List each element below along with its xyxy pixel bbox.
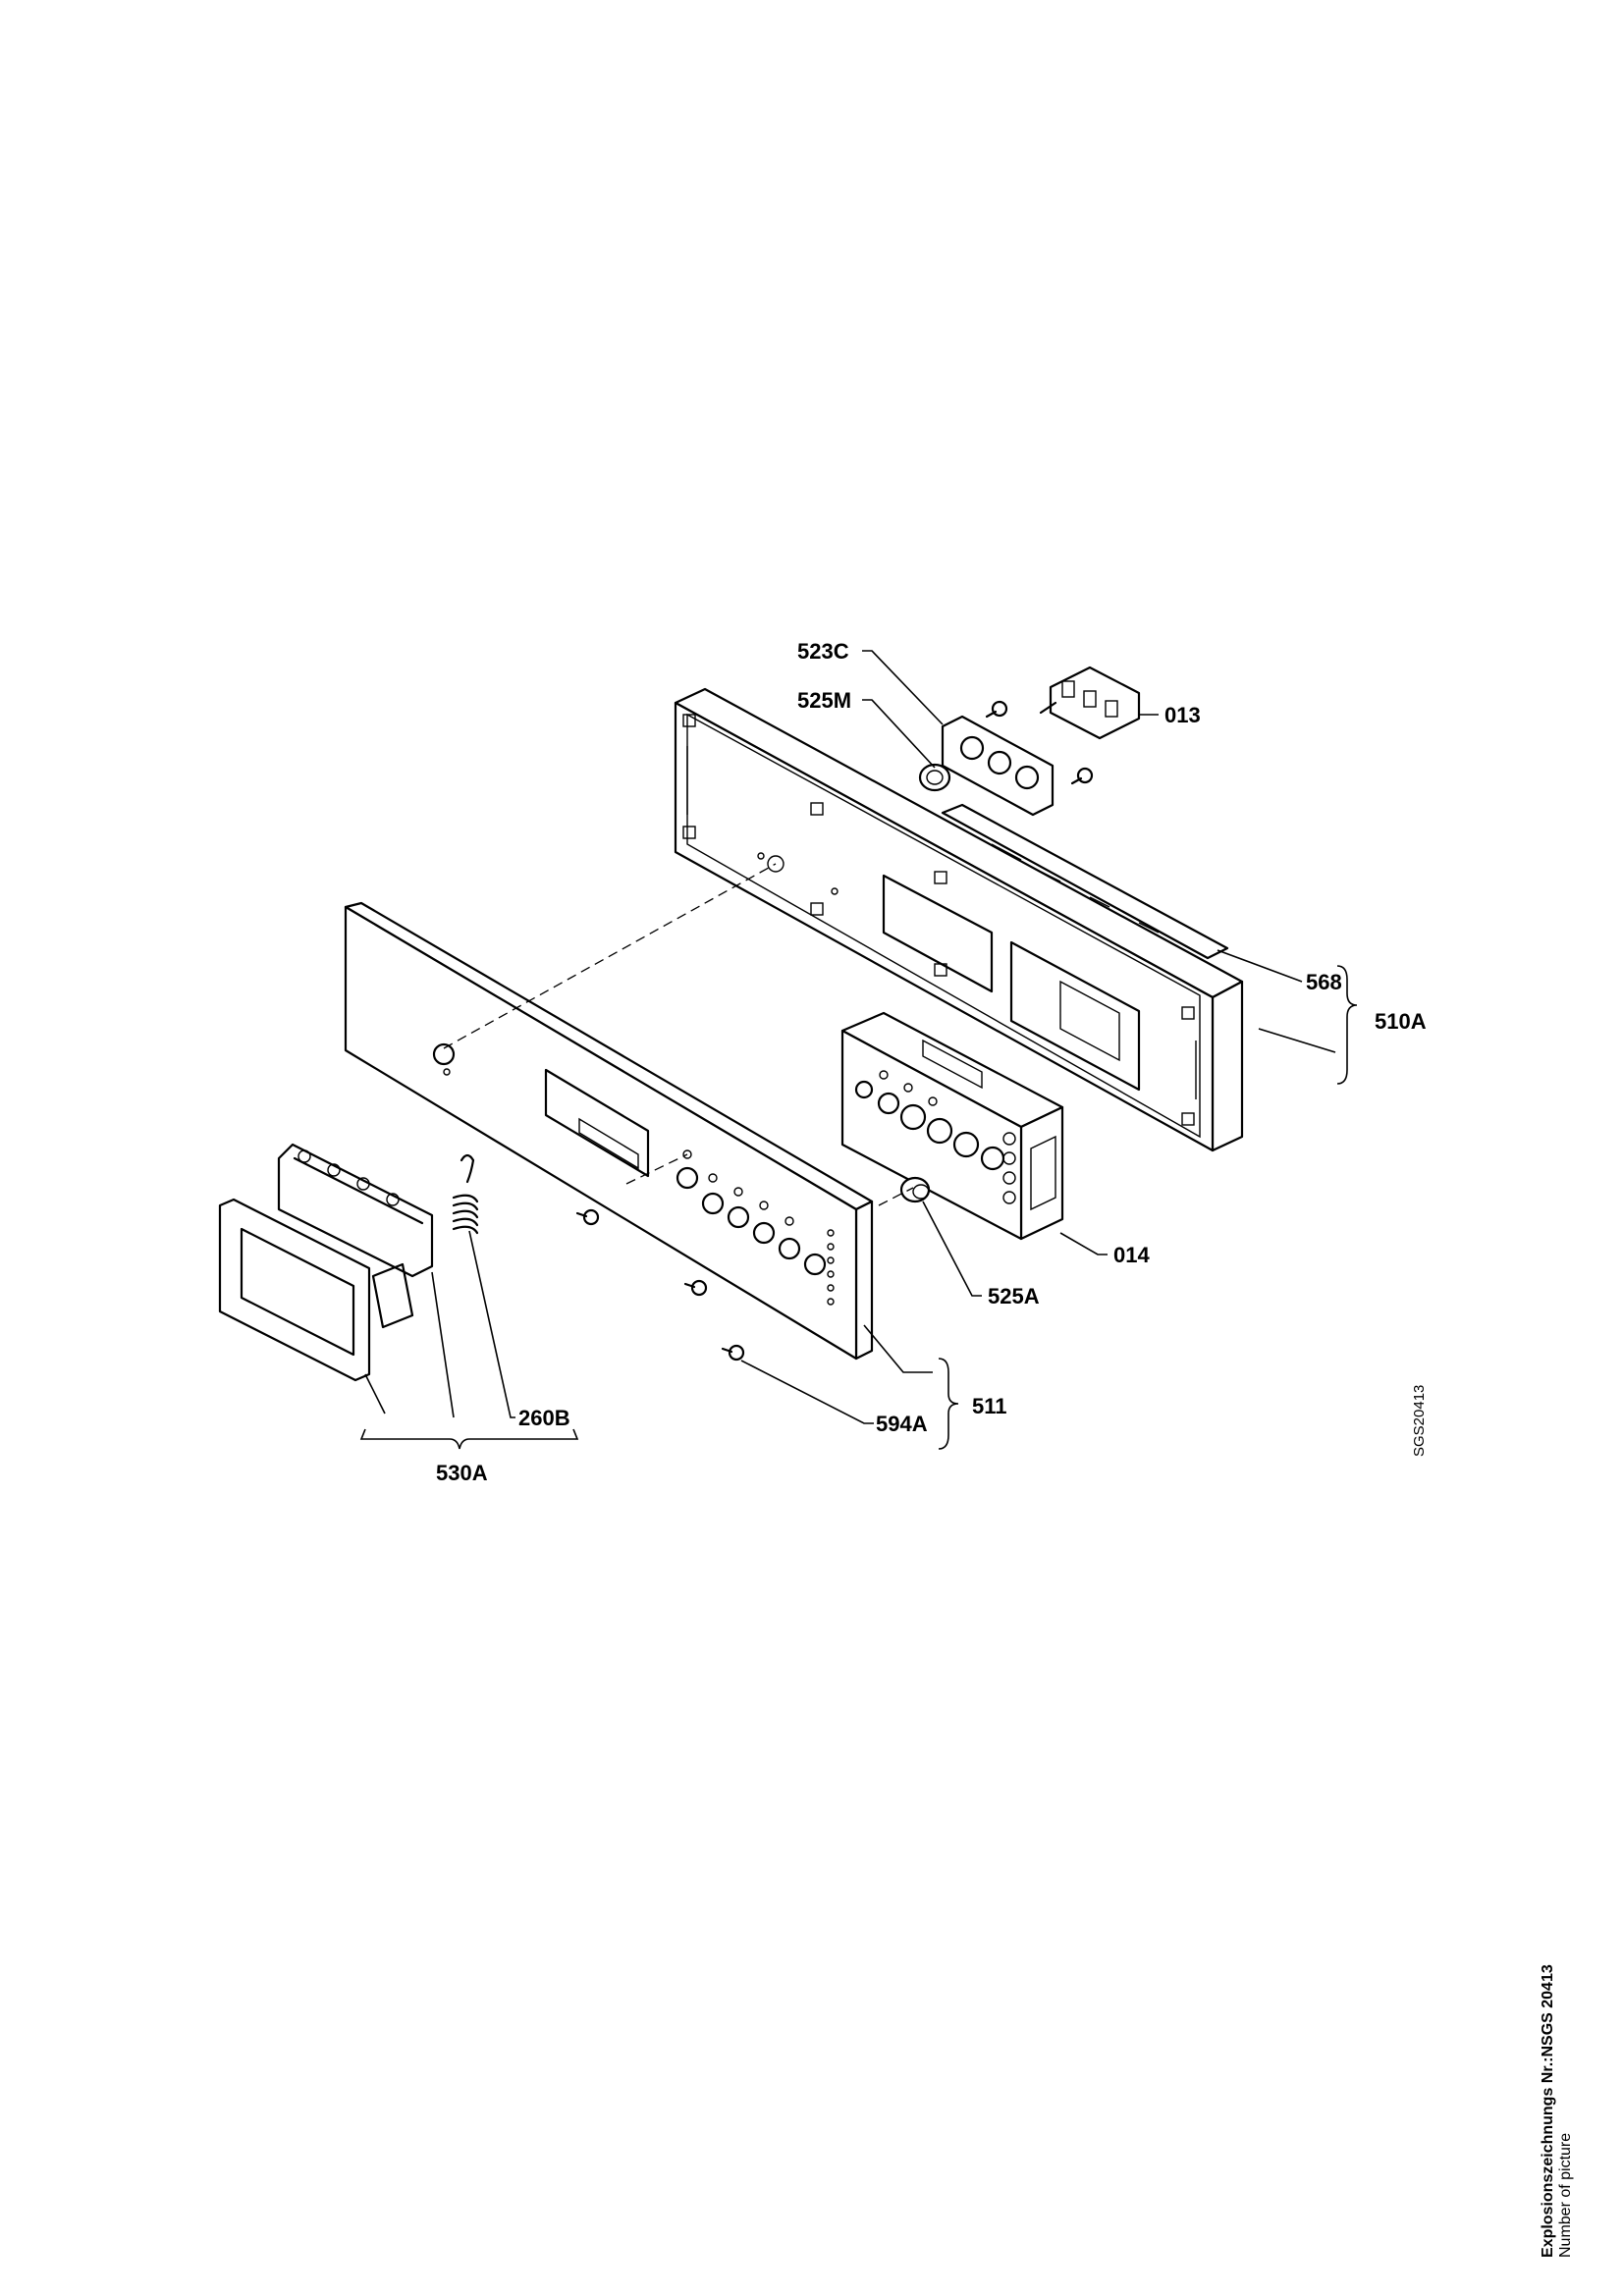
picture-number-title: Explosionszeichnungs Nr.:NSGS 20413 — [1540, 1964, 1556, 2258]
label-568: 568 — [1306, 970, 1342, 994]
push-button-knob — [918, 763, 951, 792]
label-511: 511 — [972, 1394, 1007, 1418]
label-014: 014 — [1113, 1243, 1150, 1267]
label-strip — [941, 803, 1229, 960]
label-523C: 523C — [797, 639, 849, 664]
label-260B: 260B — [518, 1406, 570, 1430]
label-594A: 594A — [876, 1412, 928, 1436]
door-handle-assembly — [218, 1143, 434, 1382]
label-510A: 510A — [1375, 1009, 1427, 1034]
picture-number-subtitle: Number of picture — [1557, 2132, 1574, 2258]
screws-front — [575, 1208, 745, 1362]
title-rotated: Explosionszeichnungs Nr.:NSGS 20413 Numb… — [1540, 1964, 1575, 2258]
alignment-lines — [443, 863, 914, 1206]
title-block: Explosionszeichnungs Nr.:NSGS 20413 Numb… — [1520, 1964, 1579, 2258]
leader-lines — [359, 650, 1358, 1450]
label-525M: 525M — [797, 688, 851, 713]
rear-panel-housing — [674, 687, 1244, 1152]
label-530A: 530A — [436, 1461, 488, 1485]
label-013: 013 — [1164, 703, 1201, 727]
front-panel — [344, 901, 874, 1361]
indicator-lamp — [899, 1176, 931, 1203]
spring — [452, 1153, 479, 1235]
drawing-reference-code: SGS20413 — [1411, 1385, 1428, 1457]
electronic-module — [840, 1011, 1064, 1241]
switch-bracket — [941, 715, 1055, 817]
screws-top — [985, 700, 1094, 785]
switch-unit — [1039, 666, 1141, 740]
label-525A: 525A — [988, 1284, 1040, 1308]
